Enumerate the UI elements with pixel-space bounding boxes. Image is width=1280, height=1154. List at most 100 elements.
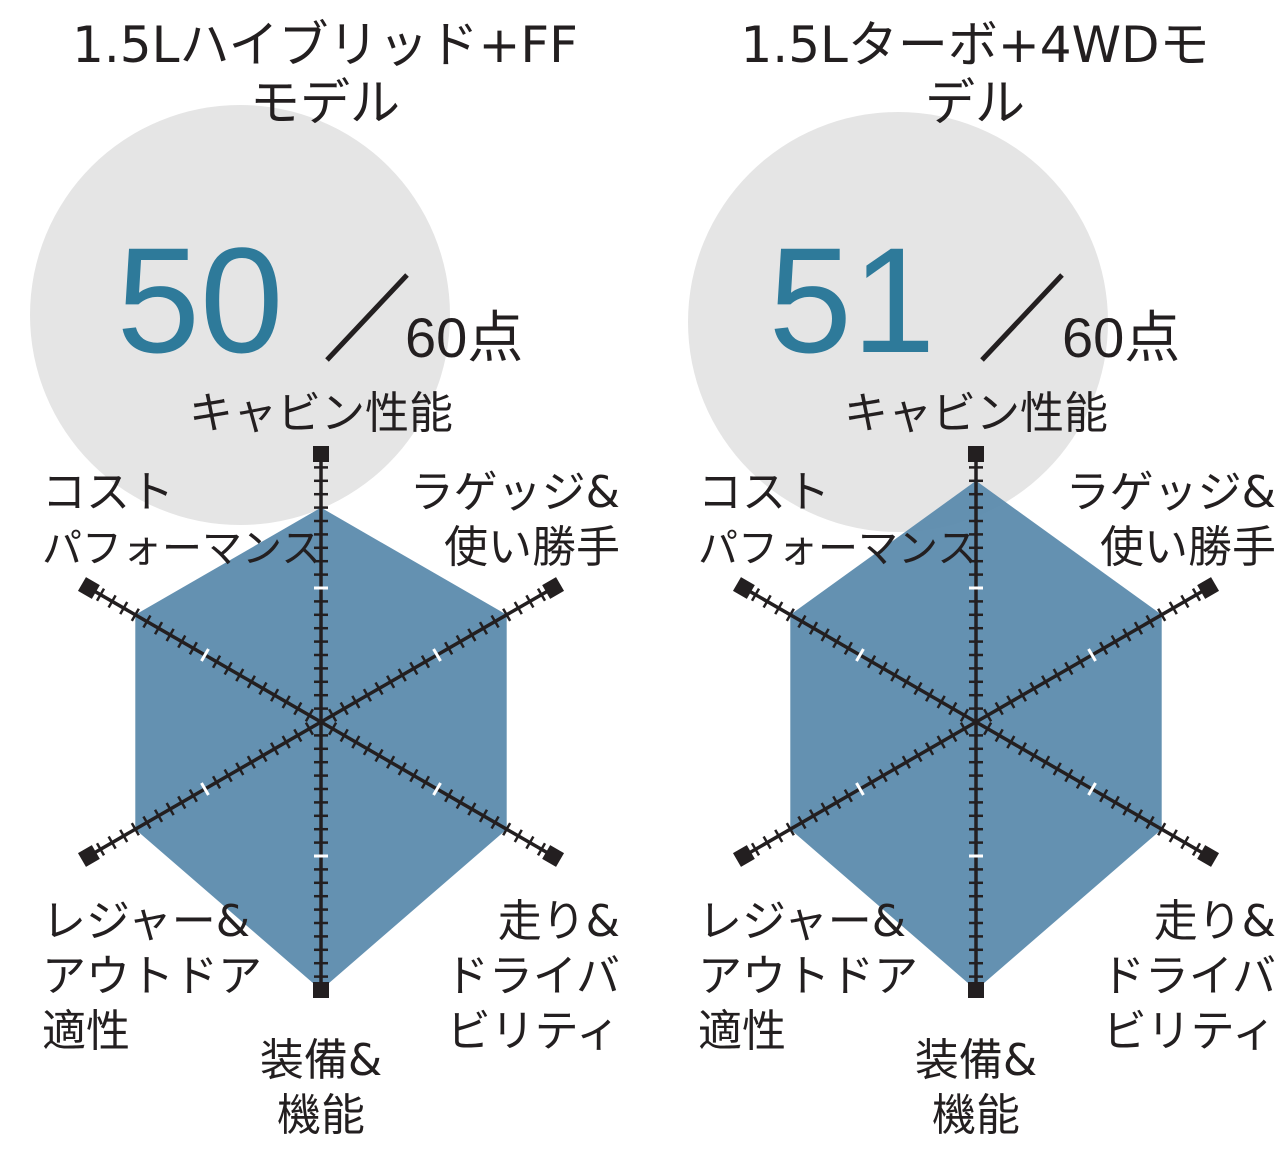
- axis-label-line: パフォーマンス: [42, 526, 321, 572]
- axis-label-line: 機能: [932, 1090, 1020, 1141]
- radar-axis-tick: [444, 641, 454, 655]
- radar-axis-tick: [95, 842, 106, 856]
- radar-axis-tick: [1017, 688, 1028, 702]
- radar-axis-tick: [455, 634, 465, 649]
- axis-label-line: キャビン性能: [844, 388, 1108, 439]
- radar-axis-tick: [1099, 789, 1109, 803]
- radar-axis-tick: [362, 688, 373, 702]
- radar-axis-tick: [525, 594, 535, 609]
- axis-label-line: コスト: [42, 467, 174, 518]
- radar-axis-tick: [119, 829, 129, 843]
- radar-axis-tick: [1157, 822, 1167, 836]
- radar-axis-tick: [223, 661, 233, 676]
- radar-axis-tick: [1017, 742, 1028, 756]
- radar-axis-tick: [901, 675, 911, 689]
- chart-title-line: モデル: [250, 74, 400, 132]
- radar-axis-tick: [1052, 762, 1062, 776]
- radar-axis-tick: [1133, 621, 1144, 635]
- radar-axis-tick: [513, 601, 523, 615]
- radar-axis-tick: [536, 588, 547, 602]
- radar-axis-tick: [351, 735, 361, 749]
- radar-axis-cap: [77, 577, 100, 599]
- radar-axis-tick: [153, 621, 164, 635]
- axis-label-line: 使い勝手: [1100, 522, 1276, 573]
- radar-axis-tick: [246, 755, 256, 769]
- radar-axis-tick: [1006, 735, 1016, 749]
- radar-axis-tick: [1029, 681, 1039, 696]
- radar-axis-tick: [843, 789, 853, 803]
- score-value: 50: [117, 216, 284, 384]
- radar-axis-tick: [165, 802, 175, 816]
- radar-axis-tick: [1041, 755, 1051, 769]
- radar-axis-tick: [420, 655, 431, 669]
- radar-axis-tick: [293, 701, 303, 716]
- radar-axis-tick: [107, 835, 117, 850]
- radar-axis-tick: [1180, 594, 1190, 609]
- radar-axis-tick: [269, 742, 280, 756]
- radar-axis-tick: [130, 822, 140, 836]
- axis-label-line: ラゲッジ&: [410, 467, 620, 518]
- radar-axis-tick: [797, 815, 807, 830]
- radar-axis-tick: [188, 789, 198, 803]
- radar-axis-tick: [328, 722, 338, 736]
- radar-axis-tick: [1145, 614, 1155, 629]
- radar-axis-tick: [304, 708, 314, 722]
- radar-axis-tick: [832, 795, 842, 810]
- score-slash: [980, 273, 1064, 362]
- radar-axis-tick: [142, 815, 152, 830]
- radar-axis-tick: [153, 809, 164, 823]
- chart-title-line: デル: [925, 74, 1025, 132]
- axis-label-line: 走り&: [498, 896, 620, 947]
- radar-axis-cap: [968, 446, 984, 462]
- radar-axis-tick: [1052, 668, 1062, 682]
- radar-axis-tick: [913, 748, 923, 763]
- radar-axis-tick: [200, 648, 210, 662]
- axis-label-line: 使い勝手: [444, 522, 620, 573]
- radar-axis-tick: [235, 762, 245, 776]
- radar-axis-cap: [313, 982, 329, 998]
- axis-label-line: 装備&: [915, 1035, 1037, 1086]
- radar-axis-tick: [797, 614, 807, 629]
- radar-axis-tick: [913, 681, 923, 696]
- radar-axis-tick: [246, 675, 256, 689]
- radar-axis-tick: [785, 822, 795, 836]
- radar-axis-tick: [1075, 655, 1086, 669]
- radar-axis-tick: [432, 648, 442, 662]
- radar-axis-tick: [362, 742, 373, 756]
- radar-axis-tick: [774, 601, 784, 615]
- radar-axis-tick: [490, 815, 500, 830]
- radar-axis-tick: [467, 628, 477, 642]
- radar-axis-cap: [968, 982, 984, 998]
- radar-axis-tick: [304, 722, 314, 736]
- axis-label-line: 機能: [277, 1090, 365, 1141]
- radar-axis-tick: [200, 782, 210, 796]
- radar-axis-tick: [502, 608, 512, 622]
- radar-axis-cap: [542, 577, 565, 599]
- radar-axis-tick: [983, 722, 993, 736]
- radar-axis-tick: [165, 628, 175, 642]
- radar-axis-tick: [409, 661, 419, 676]
- radar-axis-tick: [374, 681, 384, 696]
- radar-axis-tick: [959, 708, 969, 722]
- radar-axis-cap: [1197, 577, 1220, 599]
- radar-axis-tick: [293, 728, 303, 743]
- axis-label-line: キャビン性能: [189, 388, 453, 439]
- radar-axis-tick: [409, 768, 419, 783]
- radar-axis-tick: [478, 621, 489, 635]
- radar-axis-tick: [211, 775, 222, 789]
- radar-axis-tick: [211, 655, 222, 669]
- radar-axis-tick: [339, 728, 349, 743]
- radar-axis-tick: [513, 829, 523, 843]
- max-score: 60点: [1062, 306, 1180, 369]
- radar-axis-tick: [808, 809, 819, 823]
- radar-axis-tick: [1145, 815, 1155, 830]
- axis-label-line: 装備&: [260, 1035, 382, 1086]
- radar-axis-tick: [866, 655, 877, 669]
- chart-title-line: 1.5Lターボ+4WDモ: [740, 16, 1209, 74]
- radar-axis-tick: [936, 695, 946, 709]
- score-circle: [688, 112, 1108, 532]
- radar-axis-tick: [994, 728, 1004, 743]
- radar-axis-tick: [269, 688, 280, 702]
- radar-axis-tick: [502, 822, 512, 836]
